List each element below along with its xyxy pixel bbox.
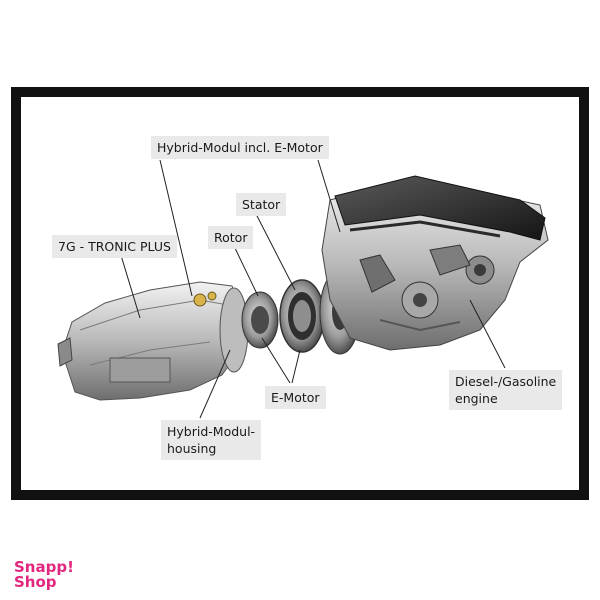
logo-text-line2: Shop (14, 573, 57, 591)
leader-e-motor-b (291, 349, 301, 384)
leader-rotor (233, 245, 259, 297)
leader-hybrid-modul (159, 159, 193, 297)
leader-stator (254, 211, 296, 291)
leader-housing (199, 349, 231, 419)
leader-e-motor-module (317, 159, 341, 233)
logo-text-line1: Snapp! (14, 558, 74, 576)
label-text-line2: housing (167, 441, 217, 456)
transmission-drawing (57, 281, 249, 401)
stator-drawing (279, 279, 325, 353)
label-text-line2: engine (455, 391, 498, 406)
label-hybrid-modul-e-motor: Hybrid-Modul incl. E-Motor (151, 136, 329, 159)
leader-lines (119, 159, 506, 419)
label-text: 7G - TRONIC PLUS (58, 239, 171, 254)
label-text-line1: Diesel-/Gasoline (455, 374, 557, 389)
label-text-line1: Hybrid-Modul- (167, 424, 256, 439)
label-text: Stator (242, 197, 281, 212)
leader-e-motor-a (261, 337, 291, 384)
label-text: E-Motor (271, 390, 320, 405)
hybrid-housing-drawing (241, 291, 279, 349)
label-text: Rotor (214, 230, 248, 245)
label-stator: Stator (236, 193, 287, 216)
engine-drawing (321, 175, 549, 351)
label-diesel-gasoline-engine: Diesel-/Gasoline engine (449, 370, 563, 410)
label-hybrid-modul-housing: Hybrid-Modul- housing (161, 420, 262, 460)
label-7g-tronic-plus: 7G - TRONIC PLUS (52, 235, 177, 258)
leader-tronic (119, 251, 141, 319)
leader-engine (469, 299, 506, 369)
label-text: Hybrid-Modul incl. E-Motor (157, 140, 323, 155)
label-rotor: Rotor (208, 226, 254, 249)
label-e-motor: E-Motor (265, 386, 326, 409)
snapp-shop-logo: Snapp! Shop (14, 560, 74, 590)
